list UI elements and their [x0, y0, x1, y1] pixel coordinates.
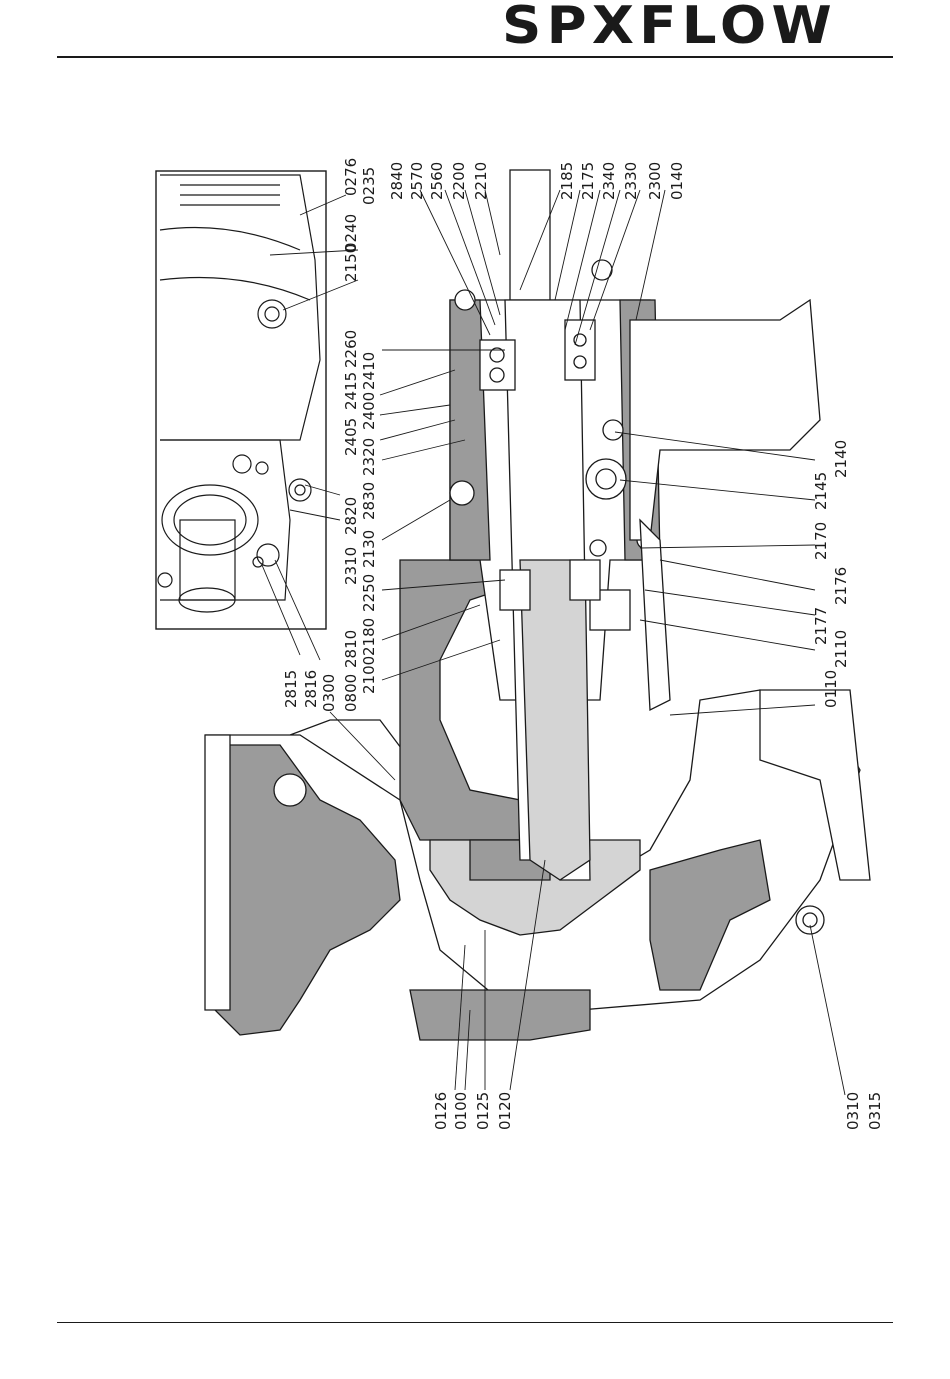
callout-2310: 2310	[342, 547, 360, 585]
callout-2180: 2180	[360, 618, 378, 656]
callout-2415: 2415	[342, 372, 360, 410]
callout-0125: 0125	[474, 1092, 492, 1130]
callout-2176: 2176	[832, 567, 850, 605]
inset-detail-frame	[156, 171, 326, 629]
callout-2185: 2185	[558, 162, 576, 200]
callout-2140: 2140	[832, 440, 850, 478]
callout-2570: 2570	[408, 162, 426, 200]
callout-2820: 2820	[342, 497, 360, 535]
callout-2210: 2210	[472, 162, 490, 200]
callout-0140: 0140	[668, 162, 686, 200]
callout-0100: 0100	[452, 1092, 470, 1130]
callout-2816: 2816	[302, 670, 320, 708]
callout-2100: 2100	[360, 656, 378, 694]
callout-0315: 0315	[866, 1092, 884, 1130]
callout-0110: 0110	[822, 670, 840, 708]
callout-2400: 2400	[360, 392, 378, 430]
callout-2830: 2830	[360, 482, 378, 520]
callout-2260: 2260	[342, 330, 360, 368]
callout-2150: 2150	[342, 244, 360, 282]
callout-2815: 2815	[282, 670, 300, 708]
callout-0276: 0276	[342, 158, 360, 196]
callout-0310: 0310	[844, 1092, 862, 1130]
callout-2330: 2330	[622, 162, 640, 200]
footer-divider	[57, 1322, 893, 1323]
callout-2410: 2410	[360, 352, 378, 390]
callout-0120: 0120	[496, 1092, 514, 1130]
callout-2300: 2300	[646, 162, 664, 200]
callout-2170: 2170	[812, 522, 830, 560]
callout-2405: 2405	[342, 418, 360, 456]
callout-2145: 2145	[812, 472, 830, 510]
callout-2200: 2200	[450, 162, 468, 200]
callout-2175: 2175	[579, 162, 597, 200]
callout-2560: 2560	[428, 162, 446, 200]
callout-2110: 2110	[832, 630, 850, 668]
callout-0300: 0300	[320, 674, 338, 712]
callout-2340: 2340	[600, 162, 618, 200]
callout-0235: 0235	[360, 167, 378, 205]
callout-2840: 2840	[388, 162, 406, 200]
callout-2320: 2320	[360, 438, 378, 476]
callout-2130: 2130	[360, 530, 378, 568]
callout-0126: 0126	[432, 1092, 450, 1130]
callout-2810: 2810	[342, 630, 360, 668]
callout-2250: 2250	[360, 574, 378, 612]
callout-0800: 0800	[342, 674, 360, 712]
callout-2177: 2177	[812, 607, 830, 645]
